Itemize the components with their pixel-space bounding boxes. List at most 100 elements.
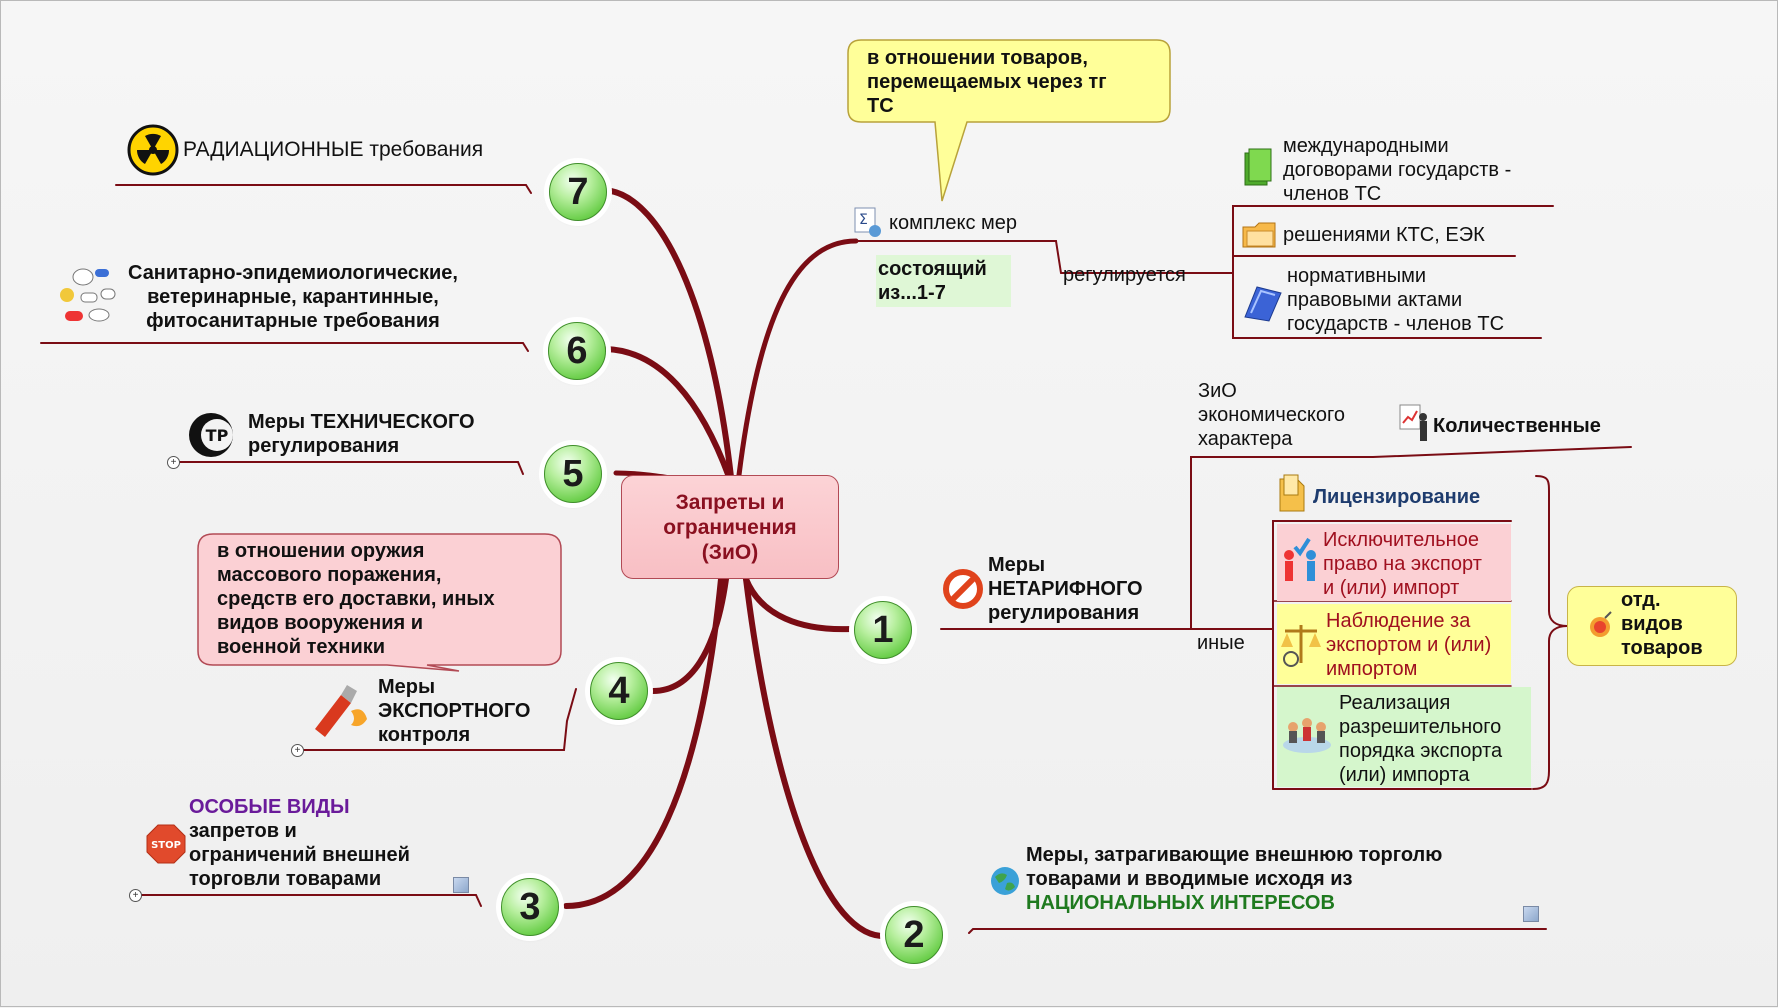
radiation-caps: РАДИАЦИОННЫЕ (183, 138, 364, 161)
callout-top-line-3: ТС (867, 95, 894, 117)
tr-mark-icon: ТР (189, 413, 233, 457)
weapons-line-1: в отношении оружия (217, 540, 425, 562)
export-line-1: Меры (378, 676, 436, 698)
separate-line-2: видов (1621, 613, 1683, 635)
national-line-1: Меры, затрагивающие внешнюю торголю (1026, 844, 1443, 866)
expand-icon[interactable]: + (167, 456, 180, 469)
export-text[interactable]: Меры ЭКСПОРТНОГО контроля (378, 675, 530, 747)
fire-extinguisher-icon (315, 685, 367, 737)
consist-line-2: из...1-7 (878, 282, 946, 304)
note-icon[interactable] (453, 877, 469, 893)
nontariff-line-1: Меры (988, 554, 1046, 576)
national-text[interactable]: Меры, затрагивающие внешнюю торголю това… (1026, 843, 1442, 915)
branch-complex (736, 238, 859, 478)
meeting-icon (1283, 718, 1331, 753)
permissive-line-2: разрешительного (1339, 716, 1502, 738)
permissive-line-1: Реализация (1339, 692, 1451, 714)
export-line-2: ЭКСПОРТНОГО (378, 700, 531, 722)
pills-icon (60, 268, 116, 322)
callout-top-bubble (847, 39, 1171, 202)
nontariff-text[interactable]: Меры НЕТАРИФНОГО регулирования (988, 553, 1143, 625)
tr-mark-text: ТР (206, 426, 229, 445)
document-icon (1244, 286, 1282, 322)
sanitary-line-3: фитосанитарные требования (146, 310, 440, 332)
sanitary-text[interactable]: Санитарно-эпидемиологические, ветеринарн… (128, 261, 458, 333)
monitoring-text[interactable]: Наблюдение за экспортом и (или) импортом (1326, 609, 1491, 681)
folder-document-icon (1279, 474, 1305, 512)
national-line-3: НАЦИОНАЛЬНЫХ ИНТЕРЕСОВ (1026, 892, 1335, 914)
svg-text:Σ: Σ (859, 212, 868, 228)
exclusive-text[interactable]: Исключительное право на экспорт и (или) … (1323, 528, 1482, 600)
economic-line-1: ЗиО (1198, 380, 1237, 402)
regulator-npa[interactable]: нормативными правовыми актами государств… (1287, 264, 1504, 336)
number-3-badge[interactable]: 3 (501, 878, 559, 936)
radiation-rest: требования (363, 138, 484, 161)
weapons-line-5: военной техники (217, 636, 386, 658)
number-4-badge[interactable]: 4 (590, 662, 648, 720)
branch-3 (563, 576, 724, 909)
nontariff-line-2: НЕТАРИФНОГО (988, 578, 1143, 600)
expand-icon[interactable]: + (291, 744, 304, 757)
quantitative-label[interactable]: Количественные (1433, 415, 1601, 437)
weapons-text: в отношении оружия массового поражения, … (217, 539, 495, 659)
economic-line-3: характера (1198, 428, 1293, 450)
stop-sign-icon: STOP (146, 824, 186, 864)
monitoring-line-3: импортом (1326, 658, 1418, 680)
consist-line-1: состоящий (878, 258, 987, 280)
regulated-label[interactable]: регулируется (1063, 264, 1186, 286)
people-icon (1284, 537, 1316, 581)
book-icon (1244, 148, 1272, 186)
regulator-npa-line-1: нормативными (1287, 265, 1427, 287)
radiation-text[interactable]: РАДИАЦИОННЫЕ требования (183, 138, 483, 162)
regulator-intl-line-3: членов ТС (1283, 183, 1382, 205)
others-label[interactable]: иные (1197, 632, 1245, 654)
central-line-2: ограничения (663, 515, 797, 539)
regulator-ktc[interactable]: решениями КТС, ЕЭК (1283, 224, 1485, 246)
branch-2 (743, 576, 884, 939)
central-topic[interactable]: Запреты и ограничения (ЗиО) (621, 475, 839, 579)
exclusive-box (1277, 524, 1511, 601)
complex-label[interactable]: комплекс мер (889, 212, 1017, 234)
central-line-1: Запреты и (675, 490, 785, 514)
permissive-line-3: порядка экспорта (1339, 740, 1503, 762)
expand-icon[interactable]: + (129, 889, 142, 902)
number-5-badge[interactable]: 5 (544, 445, 602, 503)
consist-text: состоящий из...1-7 (878, 257, 987, 305)
licensing-label[interactable]: Лицензирование (1313, 486, 1481, 508)
branch-4 (650, 576, 729, 694)
number-2-badge[interactable]: 2 (885, 906, 943, 964)
technical-line-2: регулирования (248, 435, 400, 457)
technical-line-1: Меры ТЕХНИЧЕСКОГО (248, 411, 475, 433)
regulator-intl-line-1: международными (1283, 135, 1449, 157)
consist-box (876, 255, 1011, 307)
callout-top-line-1: в отношении товаров, (867, 47, 1088, 69)
number-7-badge[interactable]: 7 (549, 163, 607, 221)
separate-goods-text: отд. видов товаров (1621, 588, 1703, 660)
scales-icon (1281, 625, 1321, 667)
number-6-badge[interactable]: 6 (548, 322, 606, 380)
bomb-icon (1590, 611, 1612, 637)
radiation-icon (127, 124, 179, 176)
regulator-intl[interactable]: международными договорами государств - ч… (1283, 134, 1511, 206)
callout-top-line-2: перемещаемых через тг (867, 71, 1107, 93)
callout-top: в отношении товаров, перемещаемых через … (867, 46, 1107, 118)
economic-label[interactable]: ЗиО экономического характера (1198, 379, 1345, 451)
monitoring-line-1: Наблюдение за (1326, 610, 1471, 632)
no-entry-icon (943, 569, 983, 609)
special-text[interactable]: ОСОБЫЕ ВИДЫ запретов и ограничений внешн… (189, 795, 410, 891)
permissive-text[interactable]: Реализация разрешительного порядка экспо… (1339, 691, 1502, 787)
number-1-badge[interactable]: 1 (854, 601, 912, 659)
central-line-3: (ЗиО) (701, 540, 759, 564)
national-line-2: товарами и вводимые исходя из (1026, 868, 1353, 890)
stop-sign-text: STOP (151, 840, 181, 851)
special-line-4: торговли товарами (189, 868, 382, 890)
special-line-3: ограничений внешней (189, 844, 410, 866)
technical-text[interactable]: Меры ТЕХНИЧЕСКОГО регулирования (248, 410, 475, 458)
branch-1 (743, 576, 854, 633)
monitoring-line-2: экспортом и (или) (1326, 634, 1492, 656)
note-icon[interactable] (1523, 906, 1539, 922)
nontariff-line-3: регулирования (988, 602, 1140, 624)
weapons-line-3: средств его доставки, иных (217, 588, 495, 610)
